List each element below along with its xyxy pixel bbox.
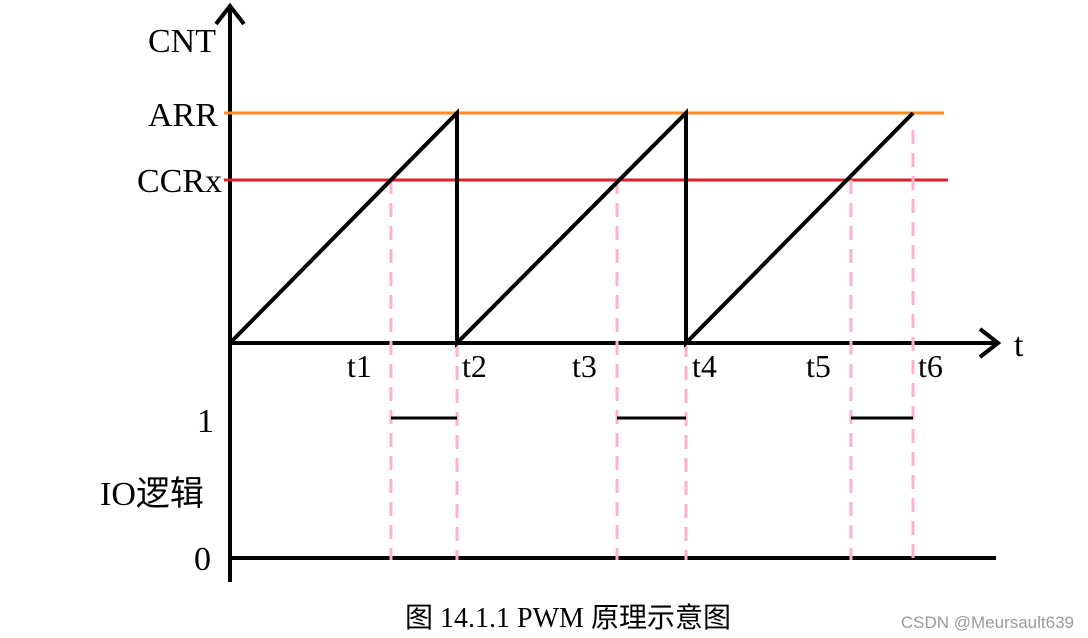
watermark: CSDN @Meursault639: [901, 613, 1074, 632]
io-logic-label: IO逻辑: [100, 475, 204, 513]
io-high-label: 1: [197, 403, 214, 440]
time-label-t5: t5: [806, 348, 831, 384]
y-axis-label: CNT: [148, 23, 216, 60]
time-label-t3: t3: [572, 348, 597, 384]
arr-label: ARR: [148, 97, 218, 134]
figure-caption: 图 14.1.1 PWM 原理示意图: [405, 602, 731, 634]
counter-sawtooth: [228, 108, 915, 348]
x-axis-label: t: [1014, 327, 1024, 364]
axes: [214, 2, 1002, 582]
time-label-t6: t6: [918, 348, 943, 384]
y-axis-arrow: [214, 2, 246, 26]
io-low-label: 0: [194, 541, 211, 578]
time-label-t4: t4: [692, 348, 717, 384]
guide-lines: [389, 130, 915, 560]
ccr-label: CCRx: [137, 163, 222, 200]
time-label-t2: t2: [462, 348, 487, 384]
x-axis-arrow: [978, 327, 1002, 359]
time-label-t1: t1: [347, 348, 372, 384]
